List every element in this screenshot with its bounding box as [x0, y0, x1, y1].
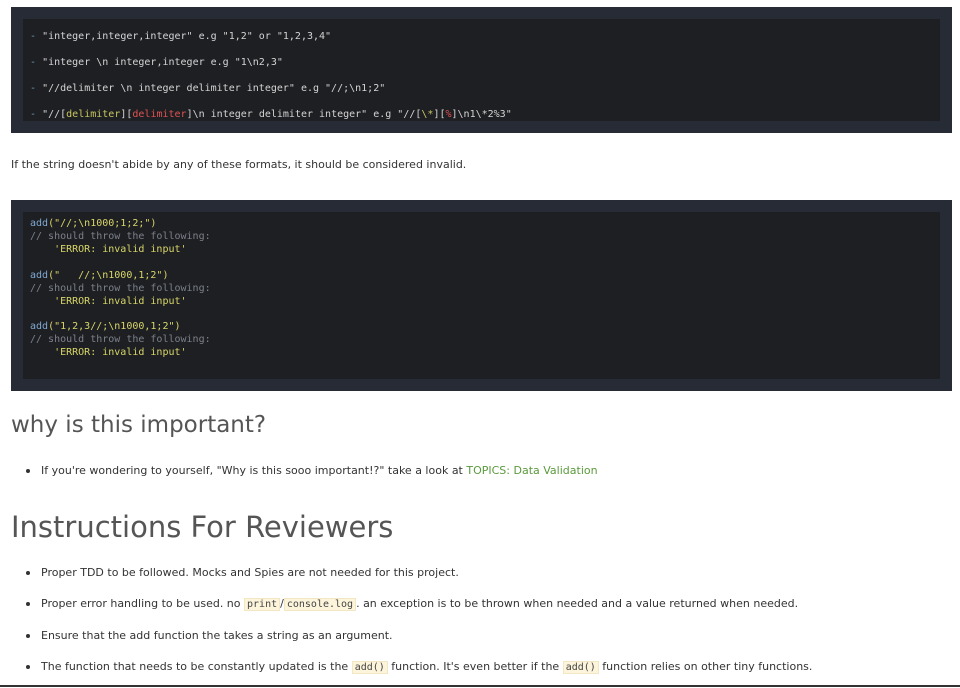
why-list-item: If you're wondering to yourself, "Why is…: [41, 464, 598, 477]
inline-code: print: [244, 598, 281, 611]
inline-code: add(): [562, 661, 599, 674]
reviewer-item: Proper TDD to be followed. Mocks and Spi…: [41, 566, 459, 579]
bullet-icon: [26, 571, 30, 575]
bullet-icon: [26, 665, 30, 669]
inline-code: add(): [351, 661, 388, 674]
reviewer-item: The function that needs to be constantly…: [41, 660, 813, 674]
format-code-block: - "integer,integer,integer" e.g "1,2" or…: [11, 7, 952, 133]
bullet-icon: [26, 602, 30, 606]
format-line: - "integer,integer,integer" e.g "1,2" or…: [30, 31, 332, 42]
data-validation-link[interactable]: TOPICS: Data Validation: [466, 464, 598, 477]
inline-code: console.log: [283, 598, 357, 611]
example-error: 'ERROR: invalid input': [30, 347, 187, 358]
reviewer-item: Proper error handling to be used. no pri…: [41, 597, 799, 611]
example-code-block: add("//;\n1000;1;2;") // should throw th…: [11, 200, 952, 391]
example-error: 'ERROR: invalid input': [30, 296, 187, 307]
format-line: - "//delimiter \n integer delimiter inte…: [30, 83, 386, 94]
example-comment: // should throw the following:: [30, 231, 211, 242]
why-heading: why is this important?: [11, 412, 267, 438]
invalid-note: If the string doesn't abide by any of th…: [11, 158, 467, 171]
format-code-content: - "integer,integer,integer" e.g "1,2" or…: [23, 19, 940, 121]
example-call: add(" //;\n1000,1;2"): [30, 270, 169, 281]
bottom-divider: [0, 685, 960, 687]
reviewers-heading: Instructions For Reviewers: [11, 510, 394, 544]
example-comment: // should throw the following:: [30, 334, 211, 345]
format-line: - "integer \n integer,integer e.g "1\n2,…: [30, 57, 283, 68]
reviewer-item: Ensure that the add function the takes a…: [41, 629, 393, 642]
example-call: add("//;\n1000;1;2;"): [30, 218, 157, 229]
example-code-content: add("//;\n1000;1;2;") // should throw th…: [23, 212, 940, 379]
example-comment: // should throw the following:: [30, 283, 211, 294]
bullet-icon: [26, 469, 30, 473]
format-line: - "//[delimiter][delimiter]\n integer de…: [30, 109, 512, 120]
bullet-icon: [26, 634, 30, 638]
example-call: add("1,2,3//;\n1000,1;2"): [30, 321, 181, 332]
example-error: 'ERROR: invalid input': [30, 244, 187, 255]
